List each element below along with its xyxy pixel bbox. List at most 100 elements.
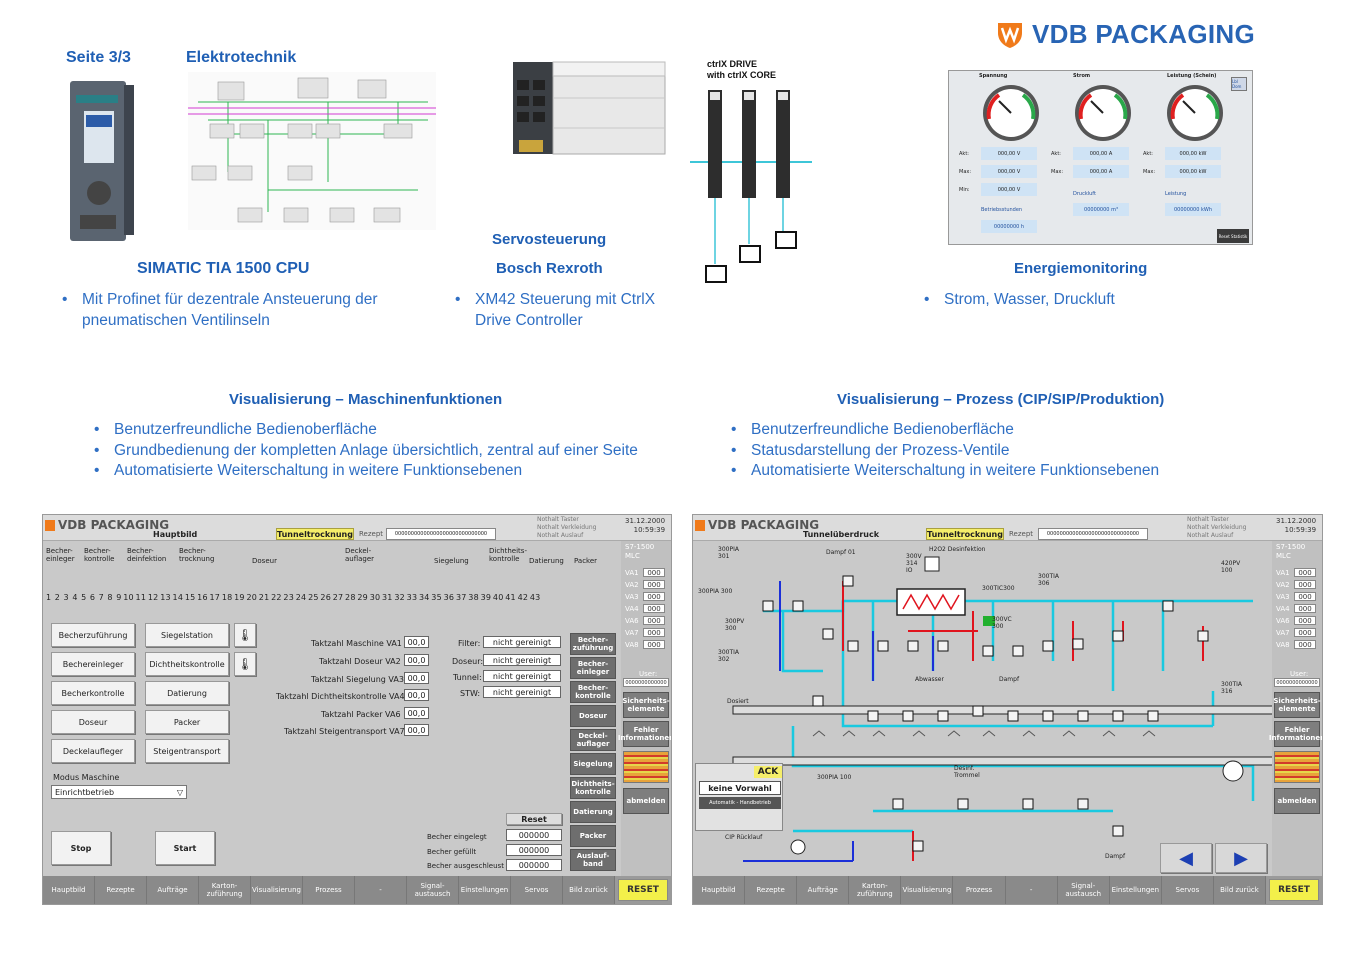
nav-becherzufuehrung-button[interactable]: Becher- zuführung <box>570 633 616 655</box>
takt-value[interactable]: 00,0 <box>404 636 429 648</box>
dichtheitskontrolle-button[interactable]: Dichtheitskontrolle <box>145 652 229 676</box>
arrow-left-icon[interactable]: ◀ <box>1160 843 1212 873</box>
nav-visualisierung[interactable]: Visualisierung <box>251 876 303 904</box>
betrieb-value: 00000000 h <box>981 220 1037 233</box>
nav-hauptbild[interactable]: Hauptbild <box>693 876 746 904</box>
nav-signalaustausch[interactable]: Signal- austausch <box>1057 876 1110 904</box>
counter-reset-button[interactable]: Reset <box>506 813 562 825</box>
status-flag-icon <box>623 751 669 783</box>
nav-rezepte[interactable]: Rezepte <box>95 876 147 904</box>
nav-dichtheitskontrolle-button[interactable]: Dichtheits- kontrolle <box>570 777 616 799</box>
pid-label: 300PIA 300 <box>698 588 733 595</box>
nav-einstellungen[interactable]: Einstellungen <box>1109 876 1162 904</box>
gauge-title-power: Leistung (Schein) <box>1167 73 1217 79</box>
takt-value[interactable]: 00,0 <box>404 689 429 701</box>
energy-lang-button[interactable]: Lbl Dom <box>1231 77 1247 91</box>
nav-prozess[interactable]: Prozess <box>303 876 355 904</box>
steigentransport-button[interactable]: Steigentransport <box>145 739 229 763</box>
nav-empty[interactable]: - <box>1005 876 1058 904</box>
modus-label: Modus Maschine <box>53 773 120 782</box>
hmi1-brand: VDB PACKAGING <box>58 518 170 532</box>
deckelaufleger-button[interactable]: Deckelaufleger <box>51 739 135 763</box>
va-label: VA7 <box>625 629 639 637</box>
filter-status: nicht gereinigt <box>483 686 561 698</box>
nav-auslaufband-button[interactable]: Auslauf- band <box>570 849 616 871</box>
hmi-process-screen: VDB PACKAGING Tunnelüberdruck Tunneltroc… <box>692 514 1323 905</box>
takt-value[interactable]: 00,0 <box>404 707 429 719</box>
nav-bild-zurueck[interactable]: Bild zurück <box>563 876 615 904</box>
hmi2-rezept-field[interactable]: 00000000000000000000000000000 <box>1038 528 1148 540</box>
hmi-machine-screen: VDB PACKAGING Hauptbild Tunneltrocknung … <box>42 514 672 905</box>
nav-becherkontrolle-button[interactable]: Becher- kontrolle <box>570 681 616 703</box>
fehler-info-button[interactable]: Fehler Informationen <box>1269 721 1322 747</box>
brand-name: VDB PACKAGING <box>1032 19 1255 49</box>
energy-reset-button[interactable]: Reset Statistik <box>1217 229 1249 243</box>
bechereinleger-button[interactable]: Bechereinleger <box>51 652 135 676</box>
takt-label: Taktzahl Siegelung VA3 : <box>311 675 410 684</box>
siegelstation-button[interactable]: Siegelstation <box>145 623 229 647</box>
hmi1-side-panel: S7-1500 MLC VA1 000 VA2 000 VA3 000 VA4 … <box>618 541 671 876</box>
auto-hand-toggle[interactable]: Automatik - Handbetrieb <box>699 797 781 809</box>
ack-button[interactable]: ACK <box>754 766 782 778</box>
nav-bechereinleger-button[interactable]: Becher- einleger <box>570 657 616 679</box>
stop-button[interactable]: Stop <box>51 831 111 865</box>
nav-packer-button[interactable]: Packer <box>570 825 616 847</box>
nav-kartonzufuehrung[interactable]: Karton- zuführung <box>849 876 902 904</box>
reset-button[interactable]: RESET <box>1269 879 1320 901</box>
hmi2-side-panel: S7-1500 MLC VA1 000 VA2 000 VA3 000 VA4 … <box>1269 541 1322 876</box>
nav-servos[interactable]: Servos <box>511 876 563 904</box>
takt-value[interactable]: 00,0 <box>404 724 429 736</box>
vis2-bullets: Benutzerfreundliche Bedienoberfläche Sta… <box>731 420 1331 482</box>
nav-einstellungen[interactable]: Einstellungen <box>459 876 511 904</box>
pid-label: Abwasser <box>915 676 944 683</box>
station-label: Becher- kontrolle <box>84 547 115 563</box>
thermometer-icon[interactable]: 🌡 <box>234 623 256 647</box>
packer-button[interactable]: Packer <box>145 710 229 734</box>
betrieb-label: Betriebsstunden <box>981 207 1023 213</box>
nav-empty[interactable]: - <box>355 876 407 904</box>
abmelden-button[interactable]: abmelden <box>623 788 669 814</box>
nav-visualisierung[interactable]: Visualisierung <box>901 876 954 904</box>
nav-signalaustausch[interactable]: Signal- austausch <box>407 876 459 904</box>
power-akt: 000,00 kW <box>1165 147 1221 160</box>
nav-auftraege[interactable]: Aufträge <box>797 876 850 904</box>
vis1-title: Visualisierung – Maschinenfunktionen <box>229 391 503 408</box>
nav-siegelung-button[interactable]: Siegelung <box>570 753 616 775</box>
fehler-info-button[interactable]: Fehler Informationen <box>618 721 671 747</box>
reset-button[interactable]: RESET <box>618 879 668 901</box>
section-title: Elektrotechnik <box>186 49 297 66</box>
becherzufuehrung-button[interactable]: Becherzuführung <box>51 623 135 647</box>
nav-bild-zurueck[interactable]: Bild zurück <box>1213 876 1267 904</box>
plc-label: S7-1500 MLC <box>1276 543 1306 560</box>
va-value: 000 <box>1294 616 1316 625</box>
hmi2-screen-title: Tunnelüberdruck <box>803 530 880 539</box>
modus-select[interactable]: Einrichtbetrieb ▽ <box>51 785 187 799</box>
hmi1-rezept-field[interactable]: 00000000000000000000000000000 <box>386 528 496 540</box>
station-label: Packer <box>574 557 598 565</box>
nav-datierung-button[interactable]: Datierung <box>570 801 616 823</box>
start-button[interactable]: Start <box>155 831 215 865</box>
nav-hauptbild[interactable]: Hauptbild <box>43 876 95 904</box>
thermometer-icon[interactable]: 🌡 <box>234 652 256 676</box>
sicherheitselemente-button[interactable]: Sicherheits- elemente <box>1273 692 1321 718</box>
takt-value[interactable]: 00,0 <box>404 654 429 666</box>
va-value: 000 <box>643 568 665 577</box>
nav-deckelauflager-button[interactable]: Deckel- auflager <box>570 729 616 751</box>
abmelden-button[interactable]: abmelden <box>1274 788 1320 814</box>
nav-auftraege[interactable]: Aufträge <box>147 876 199 904</box>
datierung-button[interactable]: Datierung <box>145 681 229 705</box>
nav-prozess[interactable]: Prozess <box>953 876 1006 904</box>
max-label: Max: <box>959 169 972 175</box>
nav-doseur-button[interactable]: Doseur <box>570 705 616 727</box>
sicherheitselemente-button[interactable]: Sicherheits- elemente <box>622 692 670 718</box>
hmi2-bottom-nav: Hauptbild Rezepte Aufträge Karton- zufüh… <box>693 876 1322 904</box>
takt-value[interactable]: 00,0 <box>404 672 429 684</box>
modus-value: Einrichtbetrieb <box>55 787 115 797</box>
doseur-button[interactable]: Doseur <box>51 710 135 734</box>
nav-servos[interactable]: Servos <box>1161 876 1214 904</box>
nav-kartonzufuehrung[interactable]: Karton- zuführung <box>199 876 251 904</box>
vorwahl-field[interactable]: keine Vorwahl <box>699 781 781 795</box>
becherkontrolle-button[interactable]: Becherkontrolle <box>51 681 135 705</box>
arrow-right-icon[interactable]: ▶ <box>1215 843 1267 873</box>
nav-rezepte[interactable]: Rezepte <box>745 876 798 904</box>
